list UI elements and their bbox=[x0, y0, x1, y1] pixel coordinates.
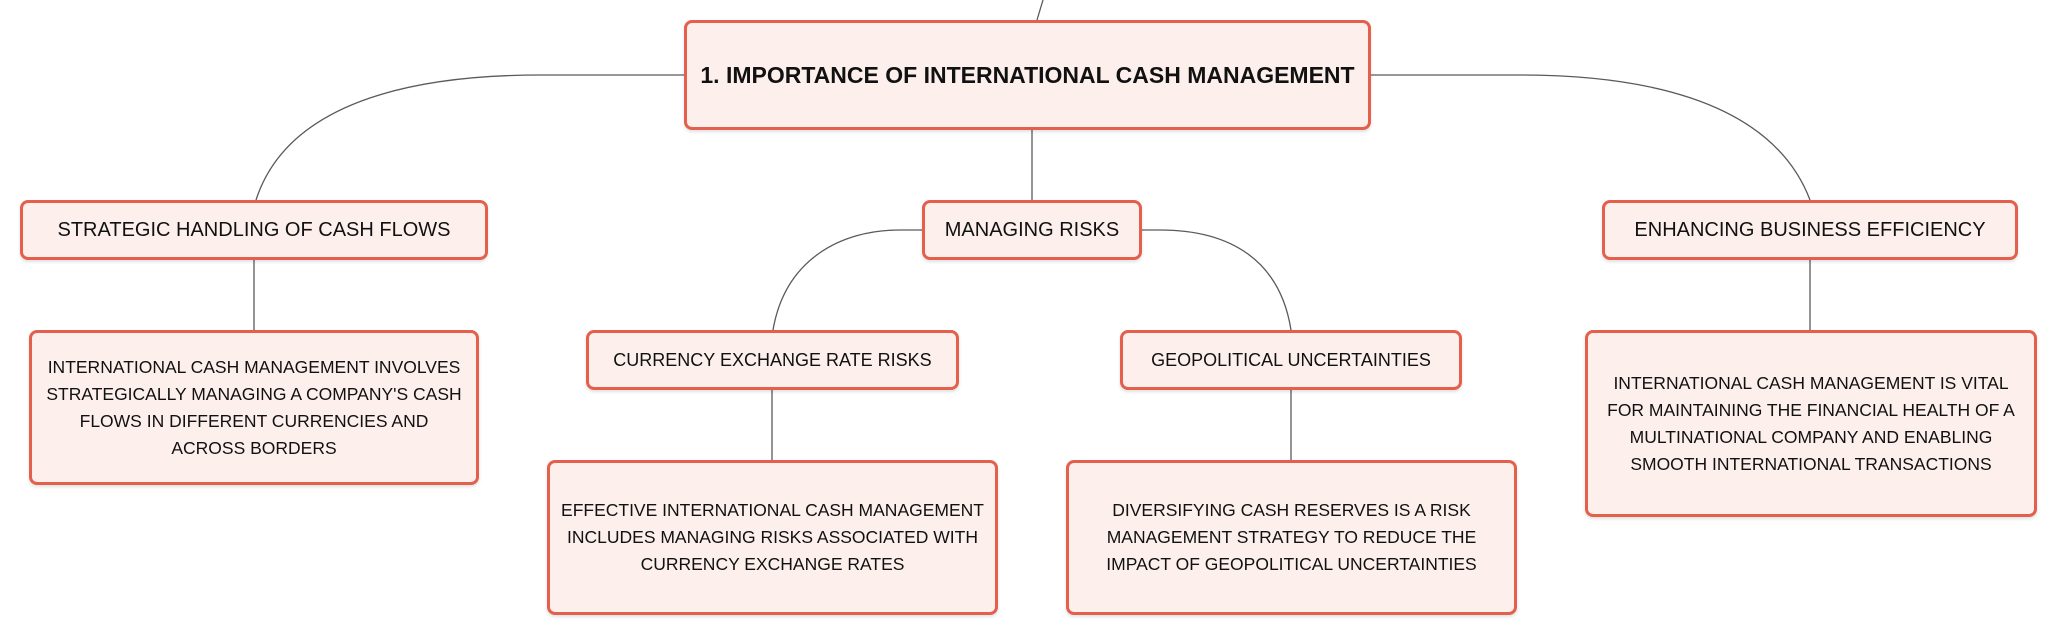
topic-enhancing-efficiency-label: ENHANCING BUSINESS EFFICIENCY bbox=[1634, 218, 1986, 241]
connector-root-to-strategic bbox=[255, 74, 684, 201]
topic-geopolitical-uncertainties-label: GEOPOLITICAL UNCERTAINTIES bbox=[1151, 349, 1431, 370]
connector-risks-to-geo bbox=[1142, 229, 1292, 331]
connector-risks-to-currency bbox=[772, 229, 922, 331]
topic-managing-risks-label: MANAGING RISKS bbox=[944, 218, 1120, 241]
topic-strategic-handling[interactable]: STRATEGIC HANDLING OF CASH FLOWS bbox=[20, 200, 488, 260]
root-topic[interactable]: 1. IMPORTANCE OF INTERNATIONAL CASH MANA… bbox=[684, 20, 1371, 130]
root-topic-label: 1. IMPORTANCE OF INTERNATIONAL CASH MANA… bbox=[700, 61, 1355, 88]
description-geopolitical-uncertainties[interactable]: DIVERSIFYING CASH RESERVES IS A RISK MAN… bbox=[1066, 460, 1517, 615]
topic-currency-risks[interactable]: CURRENCY EXCHANGE RATE RISKS bbox=[586, 330, 959, 390]
description-enhancing-efficiency[interactable]: INTERNATIONAL CASH MANAGEMENT IS VITAL F… bbox=[1585, 330, 2037, 517]
topic-enhancing-efficiency[interactable]: ENHANCING BUSINESS EFFICIENCY bbox=[1602, 200, 2018, 260]
connector-root-to-efficiency bbox=[1371, 74, 1811, 201]
connector-incoming bbox=[1036, 0, 1044, 21]
description-strategic-handling-text: INTERNATIONAL CASH MANAGEMENT INVOLVES S… bbox=[46, 356, 462, 458]
topic-geopolitical-uncertainties[interactable]: GEOPOLITICAL UNCERTAINTIES bbox=[1120, 330, 1462, 390]
topic-managing-risks[interactable]: MANAGING RISKS bbox=[922, 200, 1142, 260]
description-currency-risks-text: EFFECTIVE INTERNATIONAL CASH MANAGEMENT … bbox=[561, 500, 984, 574]
topic-strategic-handling-label: STRATEGIC HANDLING OF CASH FLOWS bbox=[57, 218, 451, 241]
description-currency-risks[interactable]: EFFECTIVE INTERNATIONAL CASH MANAGEMENT … bbox=[547, 460, 998, 615]
description-geopolitical-uncertainties-text: DIVERSIFYING CASH RESERVES IS A RISK MAN… bbox=[1106, 500, 1477, 574]
description-enhancing-efficiency-text: INTERNATIONAL CASH MANAGEMENT IS VITAL F… bbox=[1607, 372, 2015, 474]
description-strategic-handling[interactable]: INTERNATIONAL CASH MANAGEMENT INVOLVES S… bbox=[29, 330, 479, 485]
topic-currency-risks-label: CURRENCY EXCHANGE RATE RISKS bbox=[613, 349, 932, 370]
